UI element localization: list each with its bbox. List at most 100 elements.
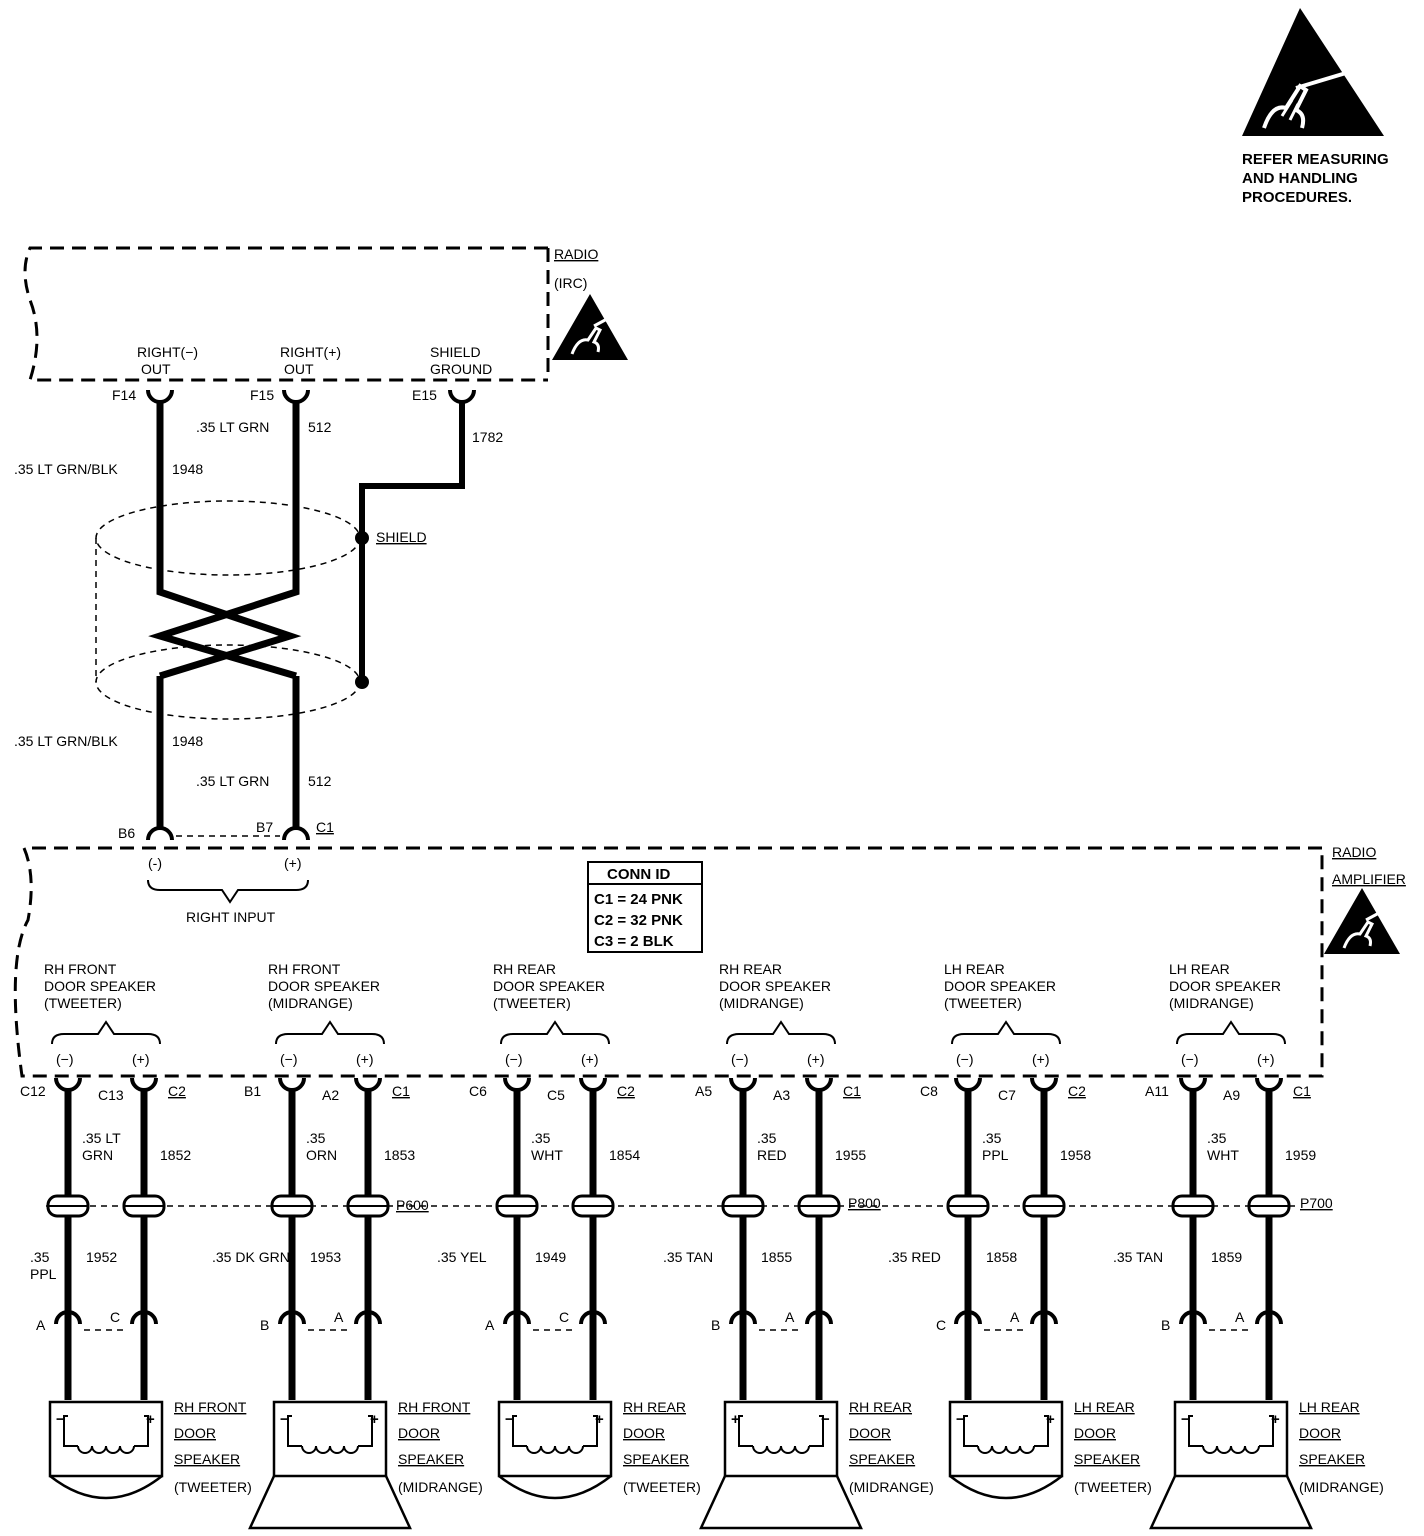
circuit-number: 1948 bbox=[172, 461, 203, 477]
radio-box: RADIO (IRC) bbox=[23, 246, 630, 382]
speaker-label: (TWEETER) bbox=[174, 1479, 252, 1495]
amplifier-subtitle: AMPLIFIER bbox=[1332, 871, 1406, 887]
polarity-label: (-) bbox=[148, 855, 162, 871]
channel-brace bbox=[1176, 1020, 1286, 1045]
pin-label: A9 bbox=[1223, 1087, 1240, 1103]
polarity-label: (+) bbox=[1257, 1051, 1275, 1067]
wire-color: .35 TAN bbox=[1113, 1249, 1163, 1265]
speaker-label: (MIDRANGE) bbox=[398, 1479, 483, 1495]
pin-label: A2 bbox=[322, 1087, 339, 1103]
channel-brace bbox=[726, 1020, 836, 1045]
polarity-label: + bbox=[1271, 1411, 1280, 1428]
terminal-label: GROUND bbox=[430, 361, 492, 377]
conn-id-row: C3 = 2 BLK bbox=[594, 933, 674, 950]
pin-terminal bbox=[503, 1310, 531, 1325]
pin-terminal bbox=[1179, 1310, 1207, 1325]
polarity-label: + bbox=[370, 1411, 379, 1428]
wire-color: .35 RED bbox=[888, 1249, 941, 1265]
speaker-lead bbox=[583, 1415, 598, 1447]
speaker-label: (MIDRANGE) bbox=[1299, 1479, 1384, 1495]
channel-title: DOOR SPEAKER bbox=[268, 978, 380, 994]
inline-connector-label: P800 bbox=[848, 1195, 881, 1211]
pin-terminal bbox=[579, 1310, 607, 1325]
polarity-label: + bbox=[595, 1411, 604, 1428]
speaker-lead bbox=[358, 1415, 373, 1447]
pin-terminal bbox=[354, 1310, 382, 1325]
pin-label: C8 bbox=[920, 1083, 938, 1099]
channel-brace bbox=[500, 1020, 610, 1045]
polarity-label: (−) bbox=[1181, 1051, 1199, 1067]
conn-id-box: CONN ID C1 = 24 PNK C2 = 32 PNK C3 = 2 B… bbox=[587, 861, 703, 953]
wire-color: .35 LT GRN/BLK bbox=[14, 733, 118, 749]
channel-title: (TWEETER) bbox=[944, 995, 1022, 1011]
splice-dot bbox=[355, 531, 369, 545]
polarity-label: − bbox=[1181, 1411, 1190, 1428]
pin-terminal bbox=[1255, 1310, 1283, 1325]
wire-color: .35 LT GRN bbox=[196, 773, 269, 789]
coil-icon bbox=[752, 1445, 810, 1454]
pin-terminal bbox=[579, 1077, 607, 1092]
pin-terminal bbox=[54, 1310, 82, 1325]
circuit-number: 1859 bbox=[1211, 1249, 1242, 1265]
speaker-label: (TWEETER) bbox=[623, 1479, 701, 1495]
pin-label: B7 bbox=[256, 819, 273, 835]
connector-id: C1 bbox=[843, 1083, 861, 1099]
pin-label: F14 bbox=[112, 387, 136, 403]
wire-color: ORN bbox=[306, 1147, 337, 1163]
circuit-number: 512 bbox=[308, 773, 332, 789]
speaker-label: (TWEETER) bbox=[1074, 1479, 1152, 1495]
speaker-body bbox=[723, 1400, 839, 1478]
speaker-label: DOOR bbox=[1074, 1425, 1116, 1441]
pin-label: B1 bbox=[244, 1083, 261, 1099]
pin-label: F15 bbox=[250, 387, 274, 403]
speaker-label: RH FRONT bbox=[398, 1399, 471, 1415]
pin-terminal bbox=[805, 1077, 833, 1092]
pin-terminal bbox=[729, 1077, 757, 1092]
speaker-label: SPEAKER bbox=[174, 1451, 240, 1467]
polarity-label: − bbox=[280, 1411, 289, 1428]
polarity-label: (−) bbox=[505, 1051, 523, 1067]
speaker-lead bbox=[963, 1415, 978, 1447]
channel-title: (MIDRANGE) bbox=[268, 995, 353, 1011]
speaker-label: RH FRONT bbox=[174, 1399, 247, 1415]
pin-label: B bbox=[1161, 1317, 1170, 1333]
wire-color: WHT bbox=[531, 1147, 563, 1163]
pin-label: A5 bbox=[695, 1083, 712, 1099]
connector-id: C1 bbox=[392, 1083, 410, 1099]
wire-color: .35 LT GRN bbox=[196, 419, 269, 435]
amplifier-box: RADIO AMPLIFIER bbox=[13, 844, 1406, 1078]
speaker-label: LH REAR bbox=[1074, 1399, 1135, 1415]
radio-terminals: RIGHT(−) OUT RIGHT(+) OUT SHIELD GROUND … bbox=[112, 344, 492, 404]
pin-label: C bbox=[559, 1309, 569, 1325]
wire-color: .35 bbox=[531, 1130, 551, 1146]
polarity-label: (+) bbox=[284, 855, 302, 871]
speaker-label: SPEAKER bbox=[623, 1451, 689, 1467]
polarity-label: (−) bbox=[956, 1051, 974, 1067]
pin-label: C7 bbox=[998, 1087, 1016, 1103]
inline-connector-label: P700 bbox=[1300, 1195, 1333, 1211]
wire-color: RED bbox=[757, 1147, 787, 1163]
wire-color: .35 LT bbox=[82, 1130, 121, 1146]
speaker-label: LH REAR bbox=[1299, 1399, 1360, 1415]
polarity-label: (+) bbox=[132, 1051, 150, 1067]
pin-terminal bbox=[278, 1310, 306, 1325]
polarity-label: − bbox=[505, 1411, 514, 1428]
pin-terminal bbox=[1255, 1077, 1283, 1092]
pin-label: A bbox=[485, 1317, 495, 1333]
wire-color: .35 bbox=[306, 1130, 326, 1146]
polarity-label: (+) bbox=[581, 1051, 599, 1067]
channel-brace bbox=[275, 1020, 385, 1045]
speaker-dome-icon bbox=[498, 1475, 612, 1500]
speaker-lead bbox=[287, 1415, 302, 1447]
wire-1782 bbox=[359, 402, 465, 682]
circuit-number: 1854 bbox=[609, 1147, 640, 1163]
polarity-label: + bbox=[731, 1411, 740, 1428]
speaker-body bbox=[272, 1400, 388, 1478]
speaker-lead bbox=[1259, 1415, 1274, 1447]
speaker-cone-icon bbox=[1149, 1475, 1313, 1530]
